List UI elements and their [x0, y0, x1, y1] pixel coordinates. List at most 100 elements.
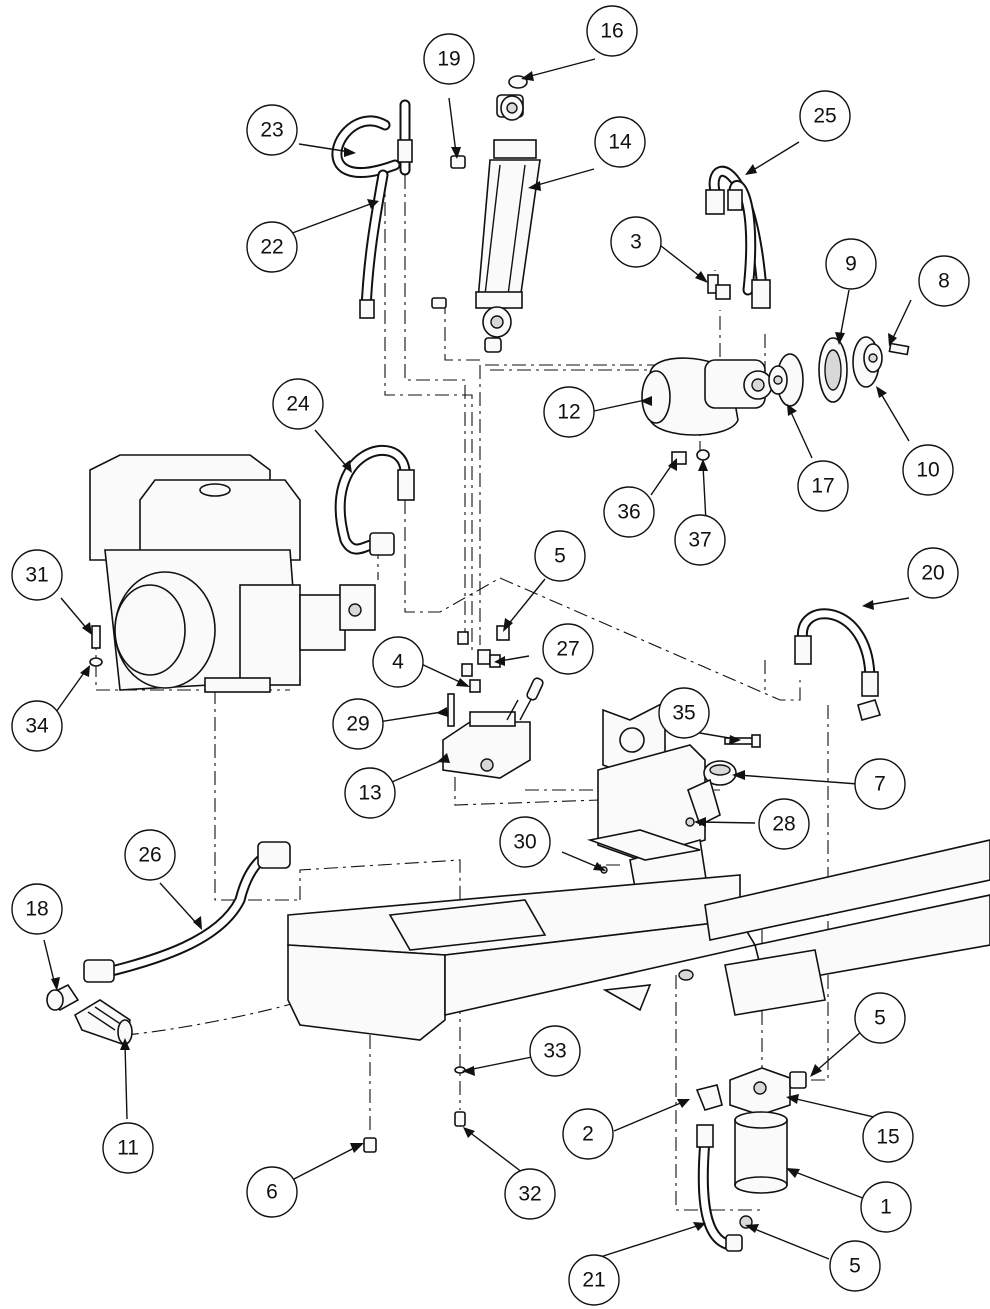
return-hose — [695, 1084, 753, 1252]
filter-head — [729, 1067, 807, 1116]
callout-number: 11 — [117, 1137, 139, 1160]
callout-14: 14 — [594, 116, 646, 168]
shaft-key — [888, 342, 910, 356]
callout-2: 2 — [562, 1108, 614, 1160]
callout-13: 13 — [344, 767, 396, 819]
callout-number: 26 — [138, 844, 161, 867]
callout-number: 33 — [543, 1040, 566, 1063]
callout-circle — [825, 238, 877, 290]
callout-number: 28 — [772, 813, 795, 836]
motor-sprocket — [768, 353, 804, 407]
callout-28: 28 — [758, 798, 810, 850]
callout-circle — [562, 1108, 614, 1160]
callout-circle — [499, 816, 551, 868]
callout-number: 21 — [582, 1269, 605, 1292]
callout-number: 14 — [608, 131, 632, 154]
callout-circle — [610, 216, 662, 268]
hydraulic-tank — [287, 839, 990, 1041]
callout-number: 1 — [880, 1196, 892, 1219]
engine-hose — [334, 444, 415, 556]
callout-number: 10 — [916, 459, 939, 482]
callout-layer: 1234555678910111213141516171819202122232… — [11, 5, 970, 1306]
callout-23: 23 — [246, 104, 298, 156]
callout-number: 22 — [260, 236, 283, 259]
valve-bolt — [447, 693, 455, 727]
callout-circle — [246, 1166, 298, 1218]
leader-arrowheads — [51, 71, 897, 1233]
callout-circle — [603, 486, 655, 538]
cylinder-fitting — [431, 155, 466, 309]
callout-circle — [854, 758, 906, 810]
callout-number: 30 — [513, 831, 536, 854]
callout-circle — [372, 636, 424, 688]
callout-5: 5 — [534, 530, 586, 582]
callout-number: 6 — [266, 1181, 278, 1204]
callout-circle — [272, 378, 324, 430]
engine-bolt — [89, 625, 103, 667]
callout-circle — [246, 221, 298, 273]
hydraulic-motor — [641, 357, 773, 436]
callout-number: 5 — [554, 545, 566, 568]
callout-circle — [504, 1168, 556, 1220]
callout-circle — [594, 116, 646, 168]
callout-25: 25 — [799, 90, 851, 142]
callout-circle — [758, 798, 810, 850]
callout-7: 7 — [854, 758, 906, 810]
callout-number: 25 — [813, 105, 836, 128]
control-valve — [442, 677, 544, 779]
callout-11: 11 — [102, 1122, 154, 1174]
pressure-hose — [794, 608, 882, 721]
valve-fittings — [457, 625, 510, 693]
coupling-chain — [818, 337, 848, 403]
callout-4: 4 — [372, 636, 424, 688]
callout-15: 15 — [862, 1111, 914, 1163]
callout-27: 27 — [542, 623, 594, 675]
callout-5: 5 — [829, 1240, 881, 1292]
callout-circle — [543, 386, 595, 438]
callout-circle — [902, 444, 954, 496]
callout-5: 5 — [854, 992, 906, 1044]
callout-18: 18 — [11, 883, 63, 935]
callout-6: 6 — [246, 1166, 298, 1218]
callout-circle — [862, 1111, 914, 1163]
callout-circle — [124, 829, 176, 881]
callout-circle — [542, 623, 594, 675]
pump-sprocket — [852, 336, 883, 388]
callout-21: 21 — [568, 1254, 620, 1306]
mount-bolt — [724, 734, 761, 748]
callout-number: 4 — [392, 651, 404, 674]
callout-1: 1 — [860, 1181, 912, 1233]
callout-10: 10 — [902, 444, 954, 496]
callout-22: 22 — [246, 221, 298, 273]
callout-number: 17 — [811, 475, 834, 498]
callout-24: 24 — [272, 378, 324, 430]
callout-34: 34 — [11, 700, 63, 752]
gas-engine — [89, 454, 376, 693]
callout-number: 35 — [672, 702, 695, 725]
callout-number: 31 — [25, 564, 48, 587]
callout-circle — [586, 5, 638, 57]
callout-circle — [799, 90, 851, 142]
leader-lines — [43, 58, 912, 1260]
callout-number: 12 — [557, 401, 580, 424]
callout-9: 9 — [825, 238, 877, 290]
callout-number: 19 — [437, 48, 460, 71]
callout-number: 5 — [874, 1007, 886, 1030]
motor-hoses — [705, 165, 771, 309]
callout-circle — [674, 514, 726, 566]
callout-number: 13 — [358, 782, 381, 805]
callout-20: 20 — [907, 547, 959, 599]
callout-12: 12 — [543, 386, 595, 438]
callout-36: 36 — [603, 486, 655, 538]
callout-circle — [860, 1181, 912, 1233]
callout-number: 37 — [688, 529, 711, 552]
callout-circle — [529, 1025, 581, 1077]
callout-16: 16 — [586, 5, 638, 57]
callout-circle — [534, 530, 586, 582]
elbow-fitting — [46, 983, 80, 1012]
callout-32: 32 — [504, 1168, 556, 1220]
callout-number: 3 — [630, 231, 642, 254]
callout-number: 32 — [518, 1183, 541, 1206]
callout-circle — [907, 547, 959, 599]
